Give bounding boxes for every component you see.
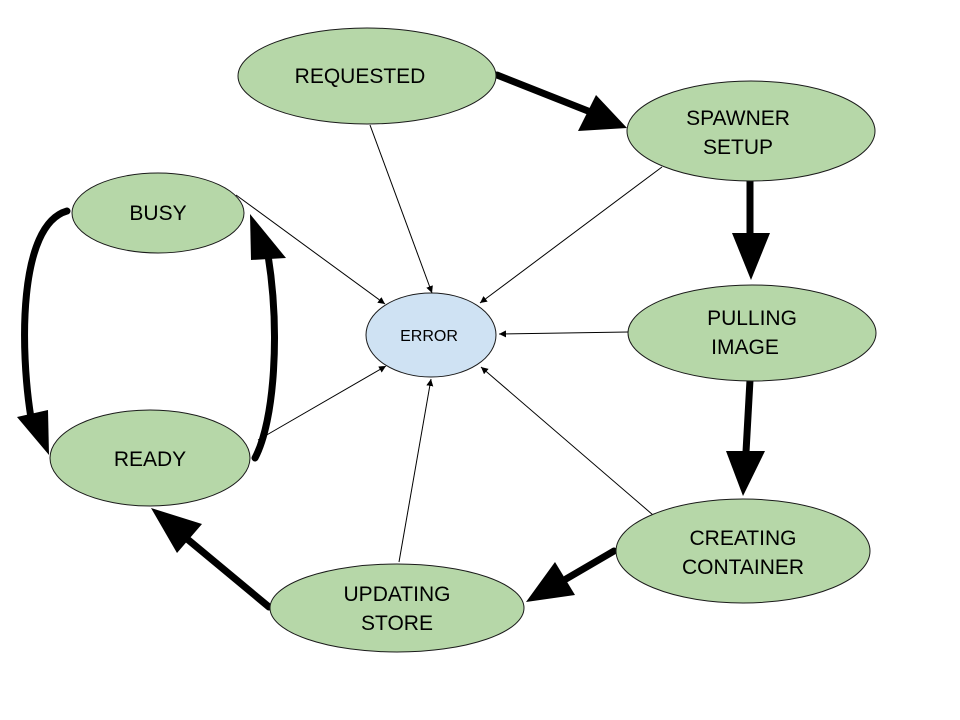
state-pulling-image-label-line1: PULLING <box>707 307 797 330</box>
state-error: ERROR <box>365 292 497 378</box>
state-creating-container-label-line2: CONTAINER <box>682 556 804 579</box>
state-ready-label: READY <box>114 448 186 471</box>
state-updating-store: UPDATING STORE <box>269 563 525 653</box>
state-spawner-setup: SPAWNER SETUP <box>626 80 876 182</box>
edge-ready-to-error <box>257 365 387 441</box>
state-busy-label: BUSY <box>129 202 186 225</box>
state-creating-container: CREATING CONTAINER <box>615 498 871 604</box>
state-pulling-image: PULLING IMAGE <box>627 284 877 382</box>
state-requested-label: REQUESTED <box>295 65 426 88</box>
edge-updating-store-to-error <box>398 378 434 563</box>
state-spawner-setup-label-line1: SPAWNER <box>686 107 790 130</box>
edge-spawner-setup-to-pulling-image <box>732 177 770 280</box>
state-updating-store-label-line1: UPDATING <box>344 583 451 606</box>
edge-busy-to-error <box>235 194 386 305</box>
state-requested: REQUESTED <box>237 27 497 125</box>
edge-ready-to-busy <box>250 214 286 462</box>
failure-edges <box>235 124 663 563</box>
primary-edges <box>17 71 770 611</box>
state-ready: READY <box>49 409 251 507</box>
edge-spawner-setup-to-error <box>479 166 663 304</box>
state-spawner-setup-label-line2: SETUP <box>703 136 773 159</box>
state-pulling-image-label-line2: IMAGE <box>711 336 779 359</box>
state-creating-container-label-line1: CREATING <box>690 527 797 550</box>
edge-requested-to-spawner-setup <box>493 71 627 131</box>
edge-pulling-image-to-creating-container <box>726 376 765 496</box>
edge-creating-container-to-error <box>480 366 654 516</box>
state-busy: BUSY <box>71 172 245 254</box>
edge-requested-to-error <box>369 124 433 294</box>
edge-creating-container-to-updating-store <box>526 547 618 602</box>
state-error-label: ERROR <box>400 328 458 345</box>
state-updating-store-label-line2: STORE <box>361 612 433 635</box>
edge-updating-store-to-ready <box>151 508 273 611</box>
edge-busy-to-ready <box>17 207 71 455</box>
edge-pulling-image-to-error <box>498 330 629 338</box>
